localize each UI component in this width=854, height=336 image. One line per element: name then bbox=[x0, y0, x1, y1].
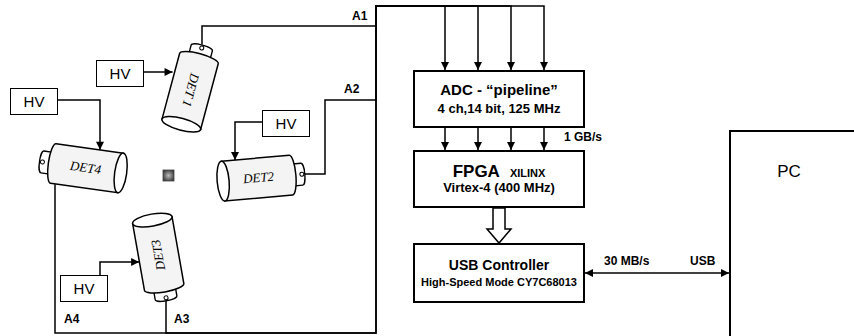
detector-part bbox=[45, 143, 123, 193]
heading-row: FPGA XILINX bbox=[453, 162, 546, 182]
pc-box: PC bbox=[729, 130, 854, 336]
data-bus-arrows bbox=[445, 128, 544, 150]
signal-line bbox=[585, 272, 729, 274]
edge-label: 1 GB/s bbox=[562, 131, 604, 145]
bus-line bbox=[510, 128, 512, 150]
node-text: Virtex-4 (400 MHz) bbox=[443, 181, 555, 196]
detector-part bbox=[215, 161, 230, 202]
edge-label: A3 bbox=[172, 313, 191, 327]
node-text: HV bbox=[74, 280, 95, 297]
node-text: 4 ch,14 bit, 125 MHz bbox=[438, 102, 561, 117]
hv-supply-box: HV bbox=[10, 88, 58, 115]
edge-label: 30 MB/s bbox=[602, 255, 651, 269]
detector-part bbox=[163, 296, 168, 301]
detector: DET 1 bbox=[153, 37, 228, 142]
detector: DET2 bbox=[208, 148, 307, 208]
detector-part bbox=[199, 46, 204, 51]
node-text: HV bbox=[276, 115, 297, 132]
signal-line bbox=[235, 122, 262, 160]
hv-supply-box: HV bbox=[262, 110, 310, 137]
hollow-arrow bbox=[487, 208, 511, 243]
signal-line bbox=[58, 100, 100, 150]
signal-line bbox=[100, 262, 139, 275]
bus-line bbox=[543, 128, 545, 150]
signal-line bbox=[144, 71, 173, 73]
detector-part bbox=[160, 113, 202, 135]
bus-line bbox=[444, 128, 446, 150]
process-box: ADC - “pipeline” 4 ch,14 bit, 125 MHz bbox=[413, 70, 585, 128]
sample-square bbox=[163, 170, 174, 181]
node-text: ADC - “pipeline” bbox=[440, 81, 558, 98]
detector-part bbox=[40, 160, 45, 165]
node-text: PC bbox=[777, 162, 801, 182]
hv-supply-box: HV bbox=[96, 60, 144, 87]
detector-part bbox=[299, 172, 303, 176]
bus-name-label: USB bbox=[688, 255, 717, 269]
process-box: USB ControllerHigh-Speed Mode CY7C68013 bbox=[413, 243, 585, 303]
detector: DET4 bbox=[34, 136, 135, 201]
detector-part bbox=[221, 155, 297, 201]
node-text: High-Speed Mode CY7C68013 bbox=[421, 276, 577, 289]
detector-part bbox=[111, 152, 128, 193]
process-box: FPGA XILINXVirtex-4 (400 MHz) bbox=[413, 150, 585, 208]
hv-supply-box: HV bbox=[60, 275, 108, 302]
detector-part bbox=[132, 217, 184, 296]
node-text: DET2 bbox=[242, 169, 274, 187]
detector: DET3 bbox=[124, 204, 192, 307]
node-text: FPGA bbox=[453, 162, 500, 182]
node-text: XILINX bbox=[510, 167, 545, 180]
signal-line bbox=[202, 6, 445, 70]
node-text: HV bbox=[24, 93, 45, 110]
detector-part bbox=[131, 211, 172, 230]
edge-label: A4 bbox=[62, 313, 81, 327]
node-text: HV bbox=[110, 65, 131, 82]
edge-label: A1 bbox=[350, 10, 369, 24]
bus-line bbox=[477, 128, 479, 150]
node-text: USB Controller bbox=[449, 257, 549, 273]
edge-label: A2 bbox=[342, 83, 361, 97]
